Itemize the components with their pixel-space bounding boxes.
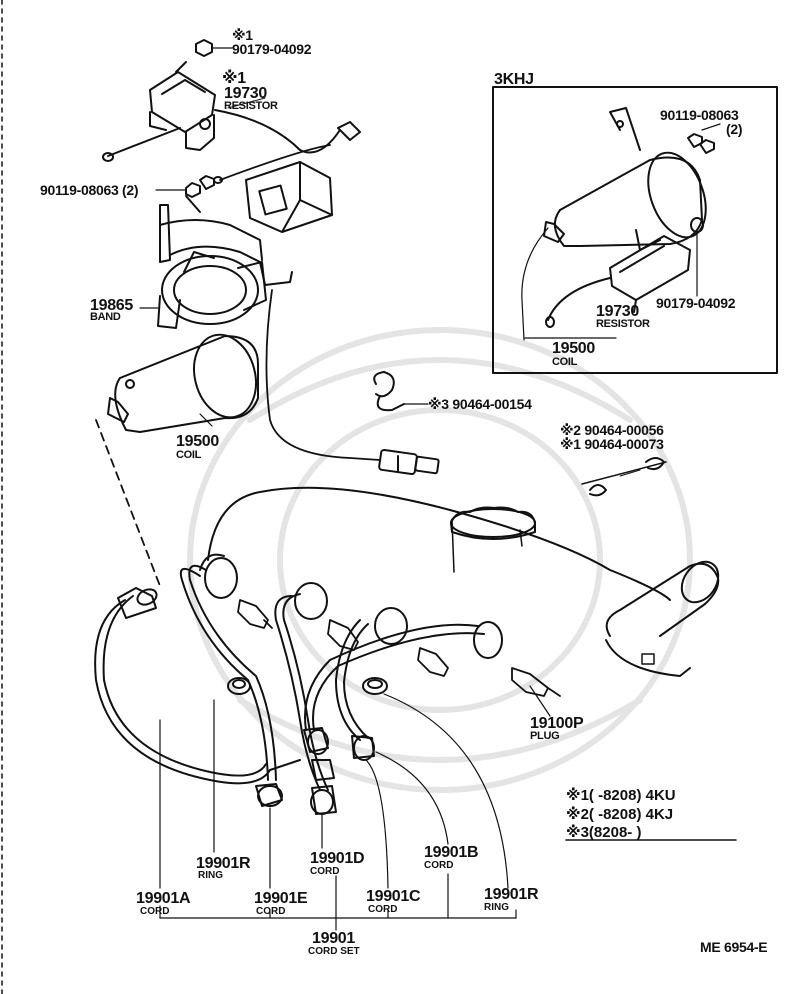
label-cord-d-name: CORD [310, 866, 340, 877]
clamp-3 [373, 371, 429, 412]
label-clamp-2: ※2 90464-00056 [560, 422, 664, 438]
label-clamp-3: ※3 90464-00154 [428, 396, 532, 412]
note-2: ※2( -8208) 4KJ [566, 806, 674, 823]
label-cord-e-name: CORD [256, 906, 286, 917]
label-inset-coil-name: COIL [552, 356, 578, 368]
label-plug-name: PLUG [530, 730, 560, 742]
label-cord-d-number: 19901D [310, 850, 365, 867]
bolts-left [155, 175, 215, 213]
spark-plug-cords [94, 564, 485, 791]
label-inset-resistor-number: 19730 [596, 303, 639, 320]
label-cord-e-number: 19901E [254, 890, 308, 907]
water-outlet [605, 560, 720, 677]
label-ring-left-name: RING [198, 870, 223, 881]
resistor-note-mark: ※1 [222, 70, 246, 87]
inset-title: 3KHJ [494, 71, 534, 88]
label-cord-set-name: CORD SET [308, 946, 360, 957]
label-inset-nut: 90179-04092 [656, 295, 736, 311]
label-inset-coil-number: 19500 [552, 340, 595, 357]
label-ring-right-number: 19901R [484, 886, 539, 903]
label-cord-c-name: CORD [368, 904, 398, 915]
label-cord-c-number: 19901C [366, 888, 421, 905]
label-clamp-1: ※1 90464-00073 [560, 436, 664, 452]
label-cord-a-name: CORD [140, 906, 170, 917]
clamp-1-2 [581, 457, 667, 497]
label-ring-left-number: 19901R [196, 855, 251, 872]
watermark [187, 327, 693, 793]
note-1: ※1( -8208) 4KU [566, 787, 676, 804]
top-note-mark: ※1 [232, 27, 253, 43]
coil-left [107, 333, 259, 433]
nut-top [195, 39, 233, 57]
inset-leader [521, 227, 549, 341]
leader-lines [159, 685, 551, 889]
igniter-bracket [159, 161, 333, 286]
label-inset-bolt-qty: (2) [726, 121, 743, 137]
label-resistor-name: RESISTOR [224, 100, 278, 112]
lower-boots [255, 727, 375, 815]
rings [227, 677, 388, 695]
label-ring-right-name: RING [484, 902, 509, 913]
reference-code: ME 6954-E [700, 939, 768, 955]
label-cord-set-number: 19901 [312, 930, 355, 947]
label-plug-number: 19100P [530, 715, 584, 732]
label-band-number: 19865 [90, 297, 133, 314]
connector-mid [378, 448, 440, 476]
label-inset-bolt: 90119-08063 [660, 107, 739, 123]
label-coil-number: 19500 [176, 433, 219, 450]
inset-bolts [687, 123, 721, 154]
inset-resistor [545, 217, 704, 328]
band-clamp [139, 251, 267, 329]
label-band-name: BAND [90, 311, 121, 323]
note-3: ※3(8208- ) [566, 824, 642, 841]
label-cord-b-name: CORD [424, 860, 454, 871]
label-bolts-left: 90119-08063 (2) [40, 182, 139, 198]
leader-dashed [95, 419, 161, 587]
label-cord-b-number: 19901B [424, 844, 479, 861]
cord-boots [117, 553, 503, 659]
label-inset-resistor-name: RESISTOR [596, 318, 650, 330]
distributor-outline [207, 486, 671, 601]
label-nut-top: 90179-04092 [232, 41, 312, 57]
cord-set-bracket [159, 873, 517, 931]
label-cord-a-number: 19901A [136, 890, 191, 907]
label-resistor-number: 19730 [224, 85, 267, 102]
inset-coil [543, 107, 707, 251]
inset-box [492, 86, 778, 374]
label-coil-name: COIL [176, 449, 202, 461]
spark-plugs-row [237, 599, 561, 697]
